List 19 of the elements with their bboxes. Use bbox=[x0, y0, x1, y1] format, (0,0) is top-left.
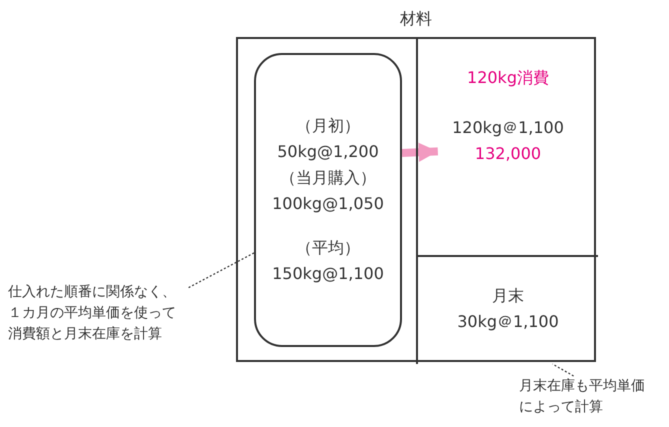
cell-text: （当月購入） bbox=[280, 167, 376, 189]
cell-text: 120kg消費 bbox=[467, 67, 549, 89]
leader-line bbox=[552, 363, 574, 377]
cell-text: （平均） bbox=[296, 237, 360, 259]
cell bbox=[416, 37, 598, 257]
cell-text: 120kg＠1,100 bbox=[452, 117, 564, 139]
cell-text: 30kg＠1,100 bbox=[457, 311, 559, 333]
cell-text: 100kg@1,050 bbox=[272, 193, 384, 215]
rounded-box bbox=[254, 53, 402, 347]
cell-text: （月初） bbox=[296, 115, 360, 137]
heading: 材料 bbox=[399, 9, 433, 30]
note-text: 月末在庫も平均単価によって計算 bbox=[519, 376, 649, 422]
cell-text: 150kg@1,100 bbox=[272, 263, 384, 285]
leader-line bbox=[188, 252, 254, 288]
arrow bbox=[402, 142, 438, 162]
cell-text: 50kg@1,200 bbox=[277, 141, 379, 163]
note-text: 仕入れた順番に関係なく、１カ月の平均単価を使って消費額と月末在庫を計算 bbox=[8, 282, 180, 352]
cell-text: 132,000 bbox=[474, 143, 542, 165]
cell-text: 月末 bbox=[492, 285, 524, 307]
